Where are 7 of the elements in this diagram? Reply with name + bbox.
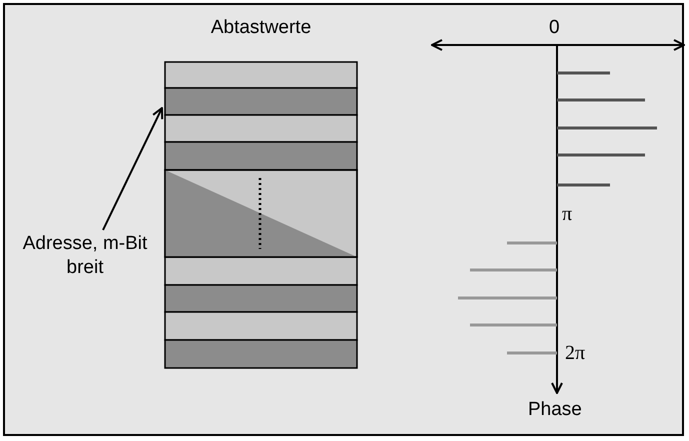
two-pi-tick-label: 2π [565, 341, 586, 365]
table-heading: Abtastwerte [210, 16, 312, 40]
axis-label: Phase [528, 398, 582, 422]
arrow [102, 107, 164, 230]
pi-tick-label: π [562, 202, 572, 226]
address-label: Adresse, m-Bit breit [15, 232, 155, 280]
zero-tick-label: 0 [549, 16, 560, 40]
